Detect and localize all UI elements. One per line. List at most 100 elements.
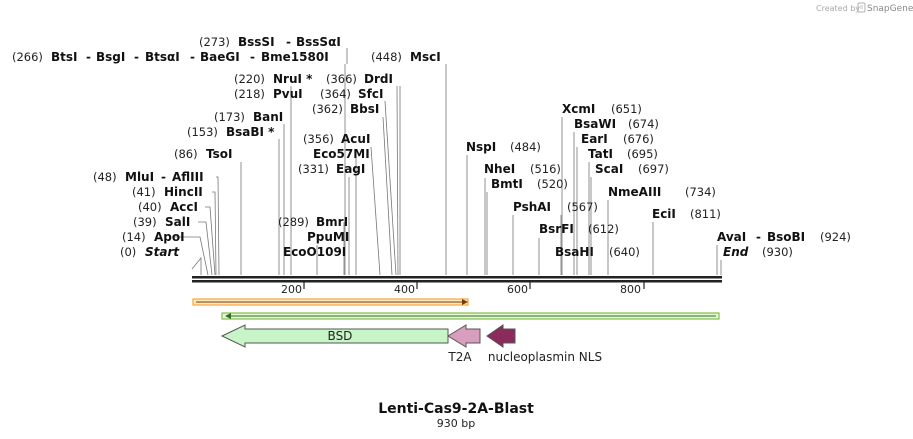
orf-forward[interactable] bbox=[192, 298, 469, 306]
site-nspi: NspI (484) bbox=[466, 140, 541, 154]
svg-text:BsoBI: BsoBI bbox=[767, 230, 805, 244]
site-sali: (39) SalI bbox=[133, 215, 190, 229]
svg-text:(674): (674) bbox=[628, 117, 659, 131]
feature-bsd[interactable]: BSD bbox=[220, 324, 449, 348]
svg-text:(676): (676) bbox=[623, 132, 654, 146]
site-tsoi: (86) TsoI bbox=[174, 147, 232, 161]
svg-text:MluI: MluI bbox=[125, 170, 154, 184]
svg-text:(930): (930) bbox=[762, 245, 793, 259]
site-apoi: (14) ApoI bbox=[122, 230, 185, 244]
site-bsahi: BsaHI (640) bbox=[555, 245, 640, 259]
snapgene-logo-icon bbox=[857, 2, 866, 13]
svg-text:Bme1580I: Bme1580I bbox=[261, 50, 329, 64]
svg-text:(173): (173) bbox=[214, 110, 245, 124]
site-bsawi: BsaWI (674) bbox=[574, 117, 659, 131]
svg-text:MscI: MscI bbox=[410, 50, 441, 64]
svg-text:HincII: HincII bbox=[164, 185, 203, 199]
site-bbsi: (362) BbsI bbox=[312, 102, 379, 116]
site-bmri: (289) BmrI bbox=[278, 215, 348, 229]
svg-text:NmeAIII: NmeAIII bbox=[608, 185, 661, 199]
svg-text:(273): (273) bbox=[199, 35, 230, 49]
site-bsabi: (153) BsaBI * bbox=[187, 125, 275, 139]
dna-backbone bbox=[192, 276, 722, 283]
ruler-tick-600: 600 bbox=[507, 283, 528, 296]
svg-text:(640): (640) bbox=[609, 245, 640, 259]
svg-text:BtsαI: BtsαI bbox=[145, 50, 180, 64]
svg-text:EcoO109I: EcoO109I bbox=[283, 245, 346, 259]
site-start: (0) Start bbox=[120, 245, 180, 259]
svg-text:-: - bbox=[86, 50, 91, 64]
svg-text:(520): (520) bbox=[537, 177, 568, 191]
site-scai: ScaI (697) bbox=[595, 162, 669, 176]
svg-text:(218): (218) bbox=[234, 87, 265, 101]
svg-text:(0): (0) bbox=[120, 245, 136, 259]
svg-text:(364): (364) bbox=[320, 87, 351, 101]
svg-text:(356): (356) bbox=[303, 132, 334, 146]
site-drdi: (366) DrdI bbox=[326, 72, 393, 86]
svg-text:PvuI: PvuI bbox=[273, 87, 303, 101]
svg-text:(567): (567) bbox=[567, 200, 598, 214]
svg-text:TatI: TatI bbox=[588, 147, 613, 161]
site-ecoo109i: EcoO109I bbox=[283, 245, 346, 259]
feature-t2a[interactable]: T2A bbox=[447, 324, 481, 364]
svg-text:AccI: AccI bbox=[170, 200, 198, 214]
svg-text:BmrI: BmrI bbox=[316, 215, 348, 229]
svg-text:End: End bbox=[723, 245, 749, 259]
svg-text:XcmI: XcmI bbox=[562, 102, 595, 116]
site-leader-lines bbox=[172, 48, 722, 276]
svg-text:-: - bbox=[161, 170, 166, 184]
svg-text:(811): (811) bbox=[690, 207, 721, 221]
site-eari: EarI (676) bbox=[581, 132, 654, 146]
svg-text:(651): (651) bbox=[611, 102, 642, 116]
site-eco57mi: Eco57MI bbox=[313, 147, 370, 161]
svg-text:TsoI: TsoI bbox=[206, 147, 232, 161]
svg-text:AvaI: AvaI bbox=[717, 230, 746, 244]
svg-text:BssSI: BssSI bbox=[238, 35, 275, 49]
ruler: 200 400 600 800 bbox=[281, 282, 645, 296]
svg-text:AcuI: AcuI bbox=[341, 132, 370, 146]
site-567: (567) bbox=[567, 200, 598, 214]
svg-text:Eco57MI: Eco57MI bbox=[313, 147, 370, 161]
svg-text:(366): (366) bbox=[326, 72, 357, 86]
site-mlui: (48) MluI - AflIII bbox=[93, 170, 204, 184]
svg-text:(266): (266) bbox=[12, 50, 43, 64]
site-nrui: (220) NruI * bbox=[234, 72, 313, 86]
svg-text:BtsI: BtsI bbox=[51, 50, 78, 64]
svg-text:DrdI: DrdI bbox=[364, 72, 393, 86]
site-pshai: PshAI bbox=[513, 200, 551, 214]
ruler-tick-200: 200 bbox=[281, 283, 302, 296]
svg-text:(86): (86) bbox=[174, 147, 198, 161]
site-xcmi: XcmI (651) bbox=[562, 102, 642, 116]
svg-text:(924): (924) bbox=[820, 230, 851, 244]
svg-text:ScaI: ScaI bbox=[595, 162, 623, 176]
site-ppumi: PpuMI bbox=[307, 230, 349, 244]
site-pvui: (218) PvuI bbox=[234, 87, 303, 101]
site-nhei: NheI (516) bbox=[484, 162, 561, 176]
svg-text:(331): (331) bbox=[298, 162, 329, 176]
svg-text:-: - bbox=[756, 230, 761, 244]
svg-text:BsaWI: BsaWI bbox=[574, 117, 616, 131]
svg-text:BsaBI *: BsaBI * bbox=[226, 125, 275, 139]
feature-nucleoplasmin-nls[interactable]: nucleoplasmin NLS bbox=[486, 324, 602, 364]
svg-text:(39): (39) bbox=[133, 215, 157, 229]
site-bmti: BmtI (520) bbox=[491, 177, 568, 191]
site-hincii: (41) HincII bbox=[132, 185, 203, 199]
orf-reverse[interactable] bbox=[221, 312, 720, 320]
svg-text:(48): (48) bbox=[93, 170, 117, 184]
svg-text:(40): (40) bbox=[138, 200, 162, 214]
svg-text:BSD: BSD bbox=[328, 329, 353, 343]
credit-brand: SnapGene bbox=[867, 4, 913, 14]
svg-text:BaeGI: BaeGI bbox=[200, 50, 240, 64]
svg-text:nucleoplasmin NLS: nucleoplasmin NLS bbox=[488, 350, 602, 364]
ruler-tick-800: 800 bbox=[620, 283, 641, 296]
svg-text:(41): (41) bbox=[132, 185, 156, 199]
svg-text:NspI: NspI bbox=[466, 140, 496, 154]
site-sfci: (364) SfcI bbox=[320, 87, 383, 101]
site-end: End (930) bbox=[723, 245, 793, 259]
svg-text:-: - bbox=[190, 50, 195, 64]
credit-text: Created by bbox=[816, 4, 860, 13]
svg-text:NruI *: NruI * bbox=[273, 72, 313, 86]
svg-text:(516): (516) bbox=[530, 162, 561, 176]
site-bani: (173) BanI bbox=[214, 110, 283, 124]
svg-text:(220): (220) bbox=[234, 72, 265, 86]
